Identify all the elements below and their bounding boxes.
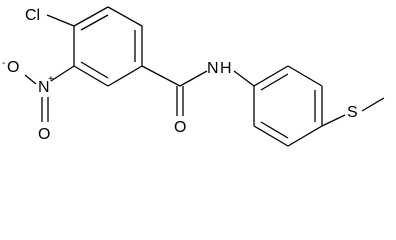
ring1-bond-c5-c6 bbox=[73, 65, 109, 87]
bond-carbonyl-n bbox=[179, 70, 208, 87]
nitro-oxygen-label: O bbox=[38, 126, 50, 143]
ring1-inner-double-3 bbox=[80, 61, 109, 79]
ring1-bond-c2-c3 bbox=[107, 6, 143, 27]
chemical-structure: Cl N + O - O O N H S bbox=[2, 6, 385, 147]
ring2-bond-c4-c5 bbox=[287, 125, 323, 147]
bond-n-ring2 bbox=[233, 70, 255, 87]
chloronitrobenzene-ring bbox=[73, 6, 143, 87]
ring1-bond-c1-c2 bbox=[73, 6, 109, 27]
sulfur-atom-label: S bbox=[347, 104, 358, 121]
nitro-nitrogen-label: N bbox=[38, 79, 50, 96]
bond-ring2-s bbox=[321, 114, 346, 127]
carbonyl-oxygen-label: O bbox=[174, 119, 186, 136]
ring2-inner-double-3 bbox=[260, 121, 289, 139]
bond-c-cl bbox=[46, 14, 75, 27]
amide-nitrogen-label: N bbox=[207, 60, 219, 77]
nitro-oxygen-anion-label: O bbox=[7, 59, 19, 76]
ring1-bond-c4-c5 bbox=[107, 65, 143, 87]
ring2-bond-c2-c3 bbox=[287, 65, 323, 87]
ring2-bond-c1-c2 bbox=[253, 65, 289, 87]
bond-nitro-n-o-single bbox=[24, 74, 37, 85]
ring1-inner-double-1 bbox=[80, 14, 109, 31]
thioanisole-ring bbox=[253, 65, 323, 147]
bond-ring-carbonyl bbox=[141, 65, 181, 87]
bond-s-methyl bbox=[361, 97, 385, 112]
bond-c-nitro-n bbox=[50, 65, 75, 82]
nitro-oxygen-charge: - bbox=[2, 58, 5, 69]
nitro-nitrogen-charge: + bbox=[48, 74, 54, 85]
chlorine-atom-label: Cl bbox=[25, 7, 40, 24]
ring2-inner-double-1 bbox=[260, 73, 289, 91]
amide-hydrogen-label: H bbox=[220, 60, 232, 77]
ring2-bond-c5-c6 bbox=[253, 125, 289, 147]
